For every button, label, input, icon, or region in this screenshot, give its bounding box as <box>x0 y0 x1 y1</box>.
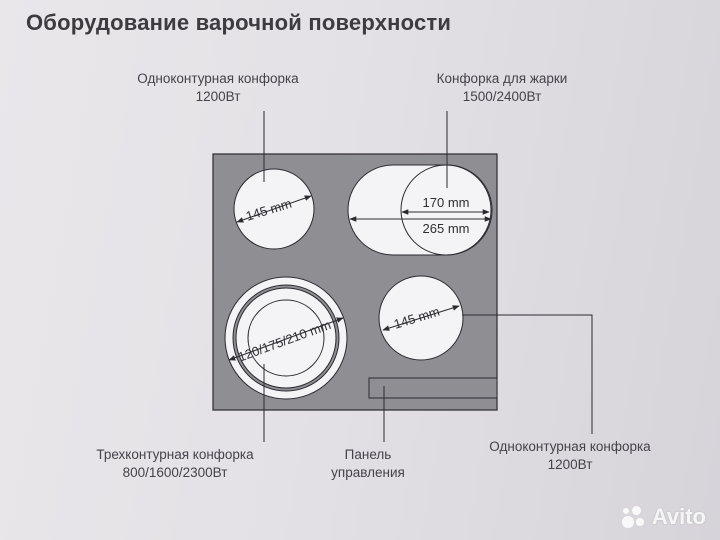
burner-top-right-inner <box>400 164 492 256</box>
label-name: Одноконтурная конфорка <box>137 71 299 86</box>
label-power: 1200Вт <box>195 89 241 104</box>
dim-text-top-right-outer: 265 mm <box>423 221 470 236</box>
label-bottom-left-burner: Трехконтурная конфорка 800/1600/2300Вт <box>70 446 280 482</box>
label-top-right-burner: Конфорка для жарки 1500/2400Вт <box>412 70 592 106</box>
label-power: 800/1600/2300Вт <box>122 465 228 480</box>
avito-watermark: Avito <box>620 504 706 530</box>
label-control-panel: Панель управления <box>318 446 418 482</box>
label-name: Конфорка для жарки <box>436 71 568 86</box>
label-top-left-burner: Одноконтурная конфорка 1200Вт <box>118 70 318 106</box>
dim-line-bottom-right <box>382 305 460 331</box>
label-name: Трехконтурная конфорка <box>96 447 254 462</box>
control-panel <box>368 377 498 399</box>
dim-line-top-left <box>236 195 312 223</box>
avito-logo-icon <box>620 504 646 530</box>
page-title: Оборудование варочной поверхности <box>26 10 452 35</box>
label-line1: Панель <box>344 447 392 462</box>
label-bottom-right-burner: Одноконтурная конфорка 1200Вт <box>470 438 670 474</box>
leader-bottom-right <box>462 314 593 434</box>
watermark-text: Avito <box>651 504 706 529</box>
label-line2: управления <box>331 465 405 480</box>
dim-text-top-right-inner: 170 mm <box>423 195 470 210</box>
dim-line-bottom-left <box>228 317 344 361</box>
label-name: Одноконтурная конфорка <box>489 439 651 454</box>
label-power: 1500/2400Вт <box>462 89 542 104</box>
label-power: 1200Вт <box>547 457 593 472</box>
